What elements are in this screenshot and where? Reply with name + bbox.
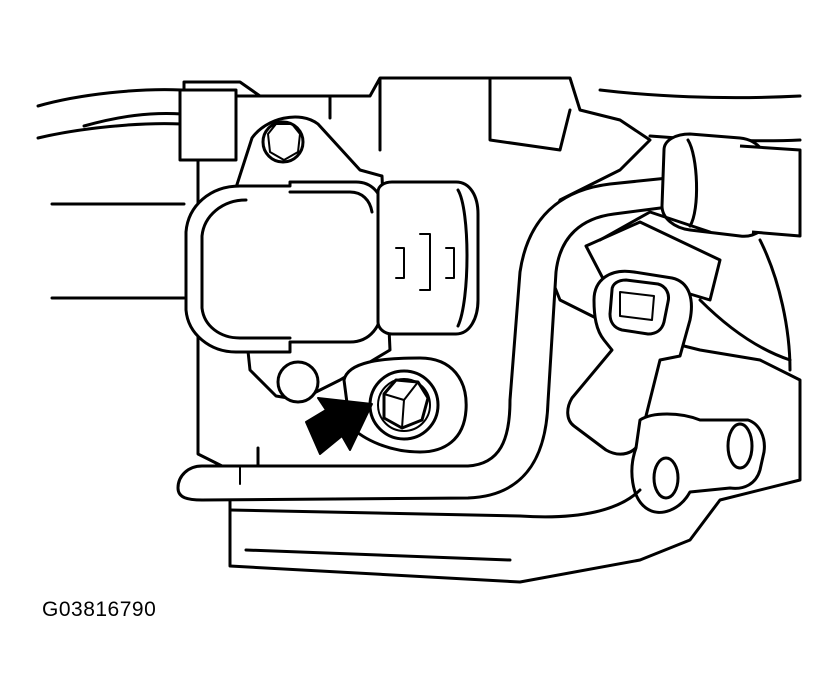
cable-upper-3 xyxy=(82,112,184,128)
connector-edge xyxy=(456,188,469,328)
right-pipe-upper xyxy=(598,88,802,100)
lower-body-line xyxy=(228,508,522,518)
pipe-port-1 xyxy=(726,422,754,470)
pipe-port-2 xyxy=(652,456,680,500)
top-rib-2 xyxy=(488,78,572,152)
lower-body-curve xyxy=(518,488,642,519)
figure-code-label: G03816790 xyxy=(42,598,157,621)
throttle-position-sensor xyxy=(184,180,384,354)
technical-illustration xyxy=(36,76,802,584)
cable-upper-2 xyxy=(36,122,184,140)
connector-latch-2 xyxy=(419,233,431,291)
arrow-right-icon xyxy=(305,397,373,455)
sensor-2-plug-inner xyxy=(619,291,655,321)
target-bolt xyxy=(368,369,440,441)
sensor-inner-top xyxy=(288,190,374,214)
lower-body-notch xyxy=(244,548,512,562)
right-body-inner xyxy=(698,298,792,362)
hose-clamp xyxy=(686,138,698,228)
top-bracket xyxy=(178,88,238,162)
wire-line xyxy=(598,210,712,242)
hose-tail xyxy=(739,144,802,238)
right-body-edge xyxy=(758,238,792,372)
connector-latch-3 xyxy=(445,247,455,279)
connector-latch-1 xyxy=(395,247,405,279)
top-plate xyxy=(234,94,332,120)
sensor-inner-outline xyxy=(200,198,292,340)
sensor-2-plug xyxy=(608,278,670,336)
cable-upper-1 xyxy=(36,88,184,108)
sensor-connector xyxy=(376,180,480,336)
lower-mounting-bolt xyxy=(276,360,320,404)
upper-mounting-bolt xyxy=(261,120,305,164)
